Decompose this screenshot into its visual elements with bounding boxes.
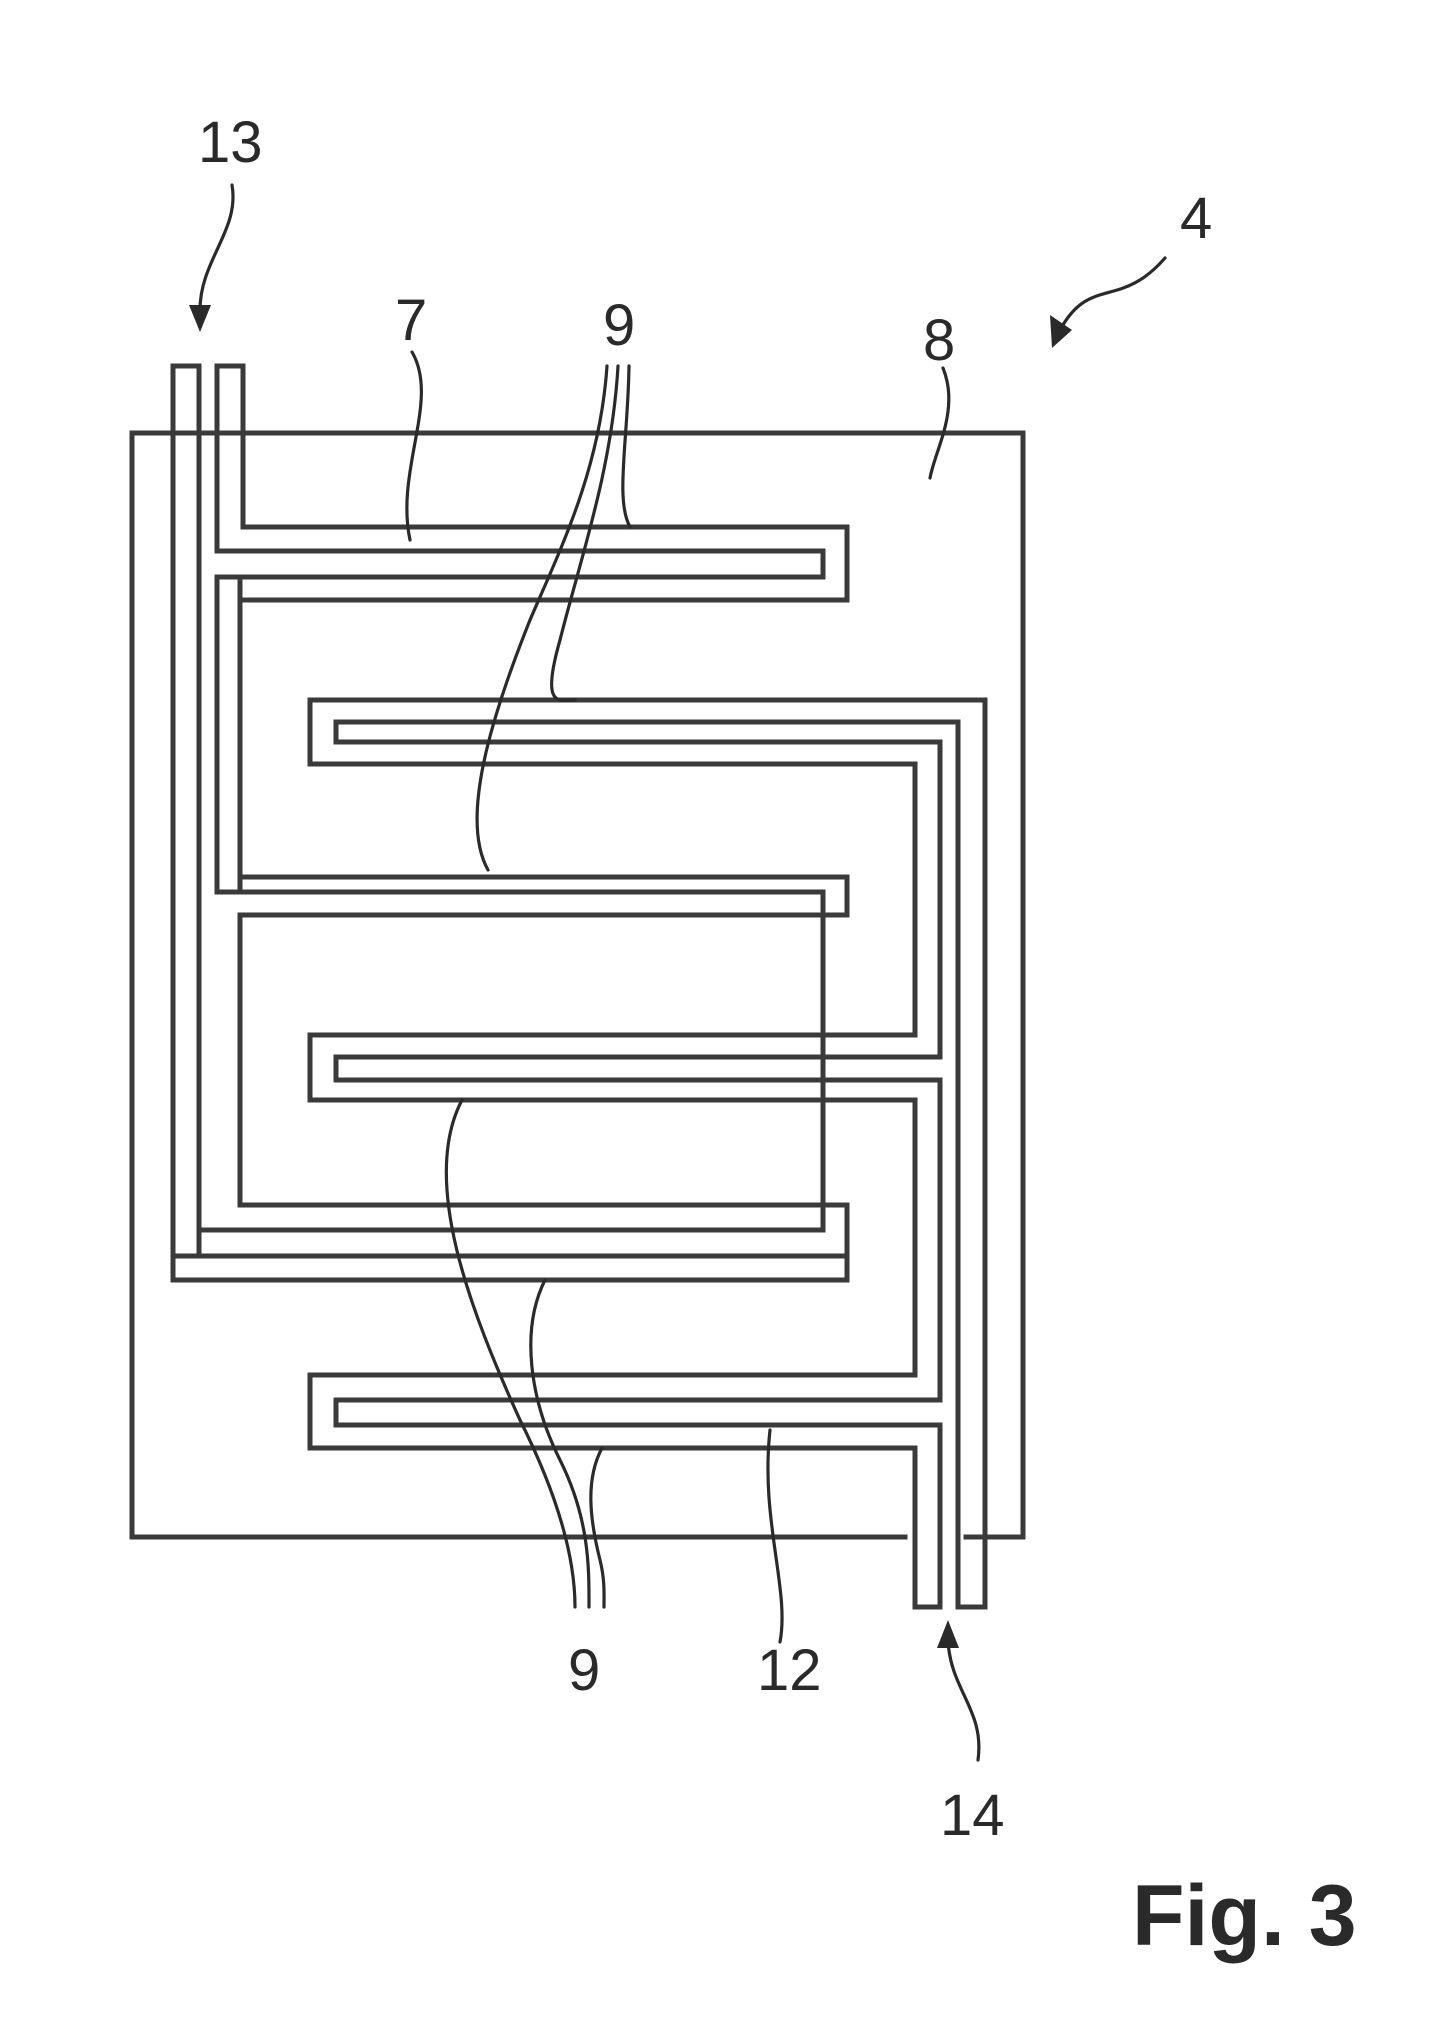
leader-9-top-3 — [621, 364, 632, 529]
figure-title: Fig. 3 — [1132, 1868, 1357, 1964]
leader-8 — [928, 366, 951, 480]
leader-9-bottom-1 — [444, 1098, 577, 1609]
first-channel-outer-wall — [170, 363, 202, 1259]
leader-7 — [405, 350, 423, 542]
second-channel-structure — [307, 697, 988, 1610]
label-outlet: 14 — [940, 1783, 1005, 1848]
assembly-arrow-line — [1058, 256, 1167, 332]
label-first-channel: 7 — [395, 288, 427, 353]
first-channel-inner-comb — [196, 548, 243, 1233]
first-channel-outer-comb — [170, 363, 850, 1283]
leader-9-bottom-2 — [529, 1278, 591, 1609]
outlet-arrow-head — [937, 1620, 959, 1648]
assembly-arrow-head — [1050, 315, 1072, 348]
label-assembly: 4 — [1180, 186, 1212, 251]
label-webs-bottom: 9 — [568, 1638, 600, 1703]
leader-9-top-2 — [550, 364, 620, 703]
label-inlet: 13 — [198, 110, 263, 175]
outlet-arrow-line — [946, 1638, 981, 1762]
label-webs-top: 9 — [603, 293, 635, 358]
leader-12 — [766, 1428, 784, 1644]
leader-9-top-1 — [475, 364, 609, 872]
second-channel-outer-wall — [307, 697, 988, 1610]
label-second-channel: 12 — [757, 1638, 822, 1703]
inlet-arrow-line — [198, 183, 235, 312]
label-plate: 8 — [923, 308, 955, 373]
first-channel-structure — [170, 363, 850, 1283]
first-channel-fingers — [196, 524, 850, 1259]
inlet-arrow-head — [189, 305, 211, 332]
leader-9-bottom-3 — [589, 1446, 606, 1609]
